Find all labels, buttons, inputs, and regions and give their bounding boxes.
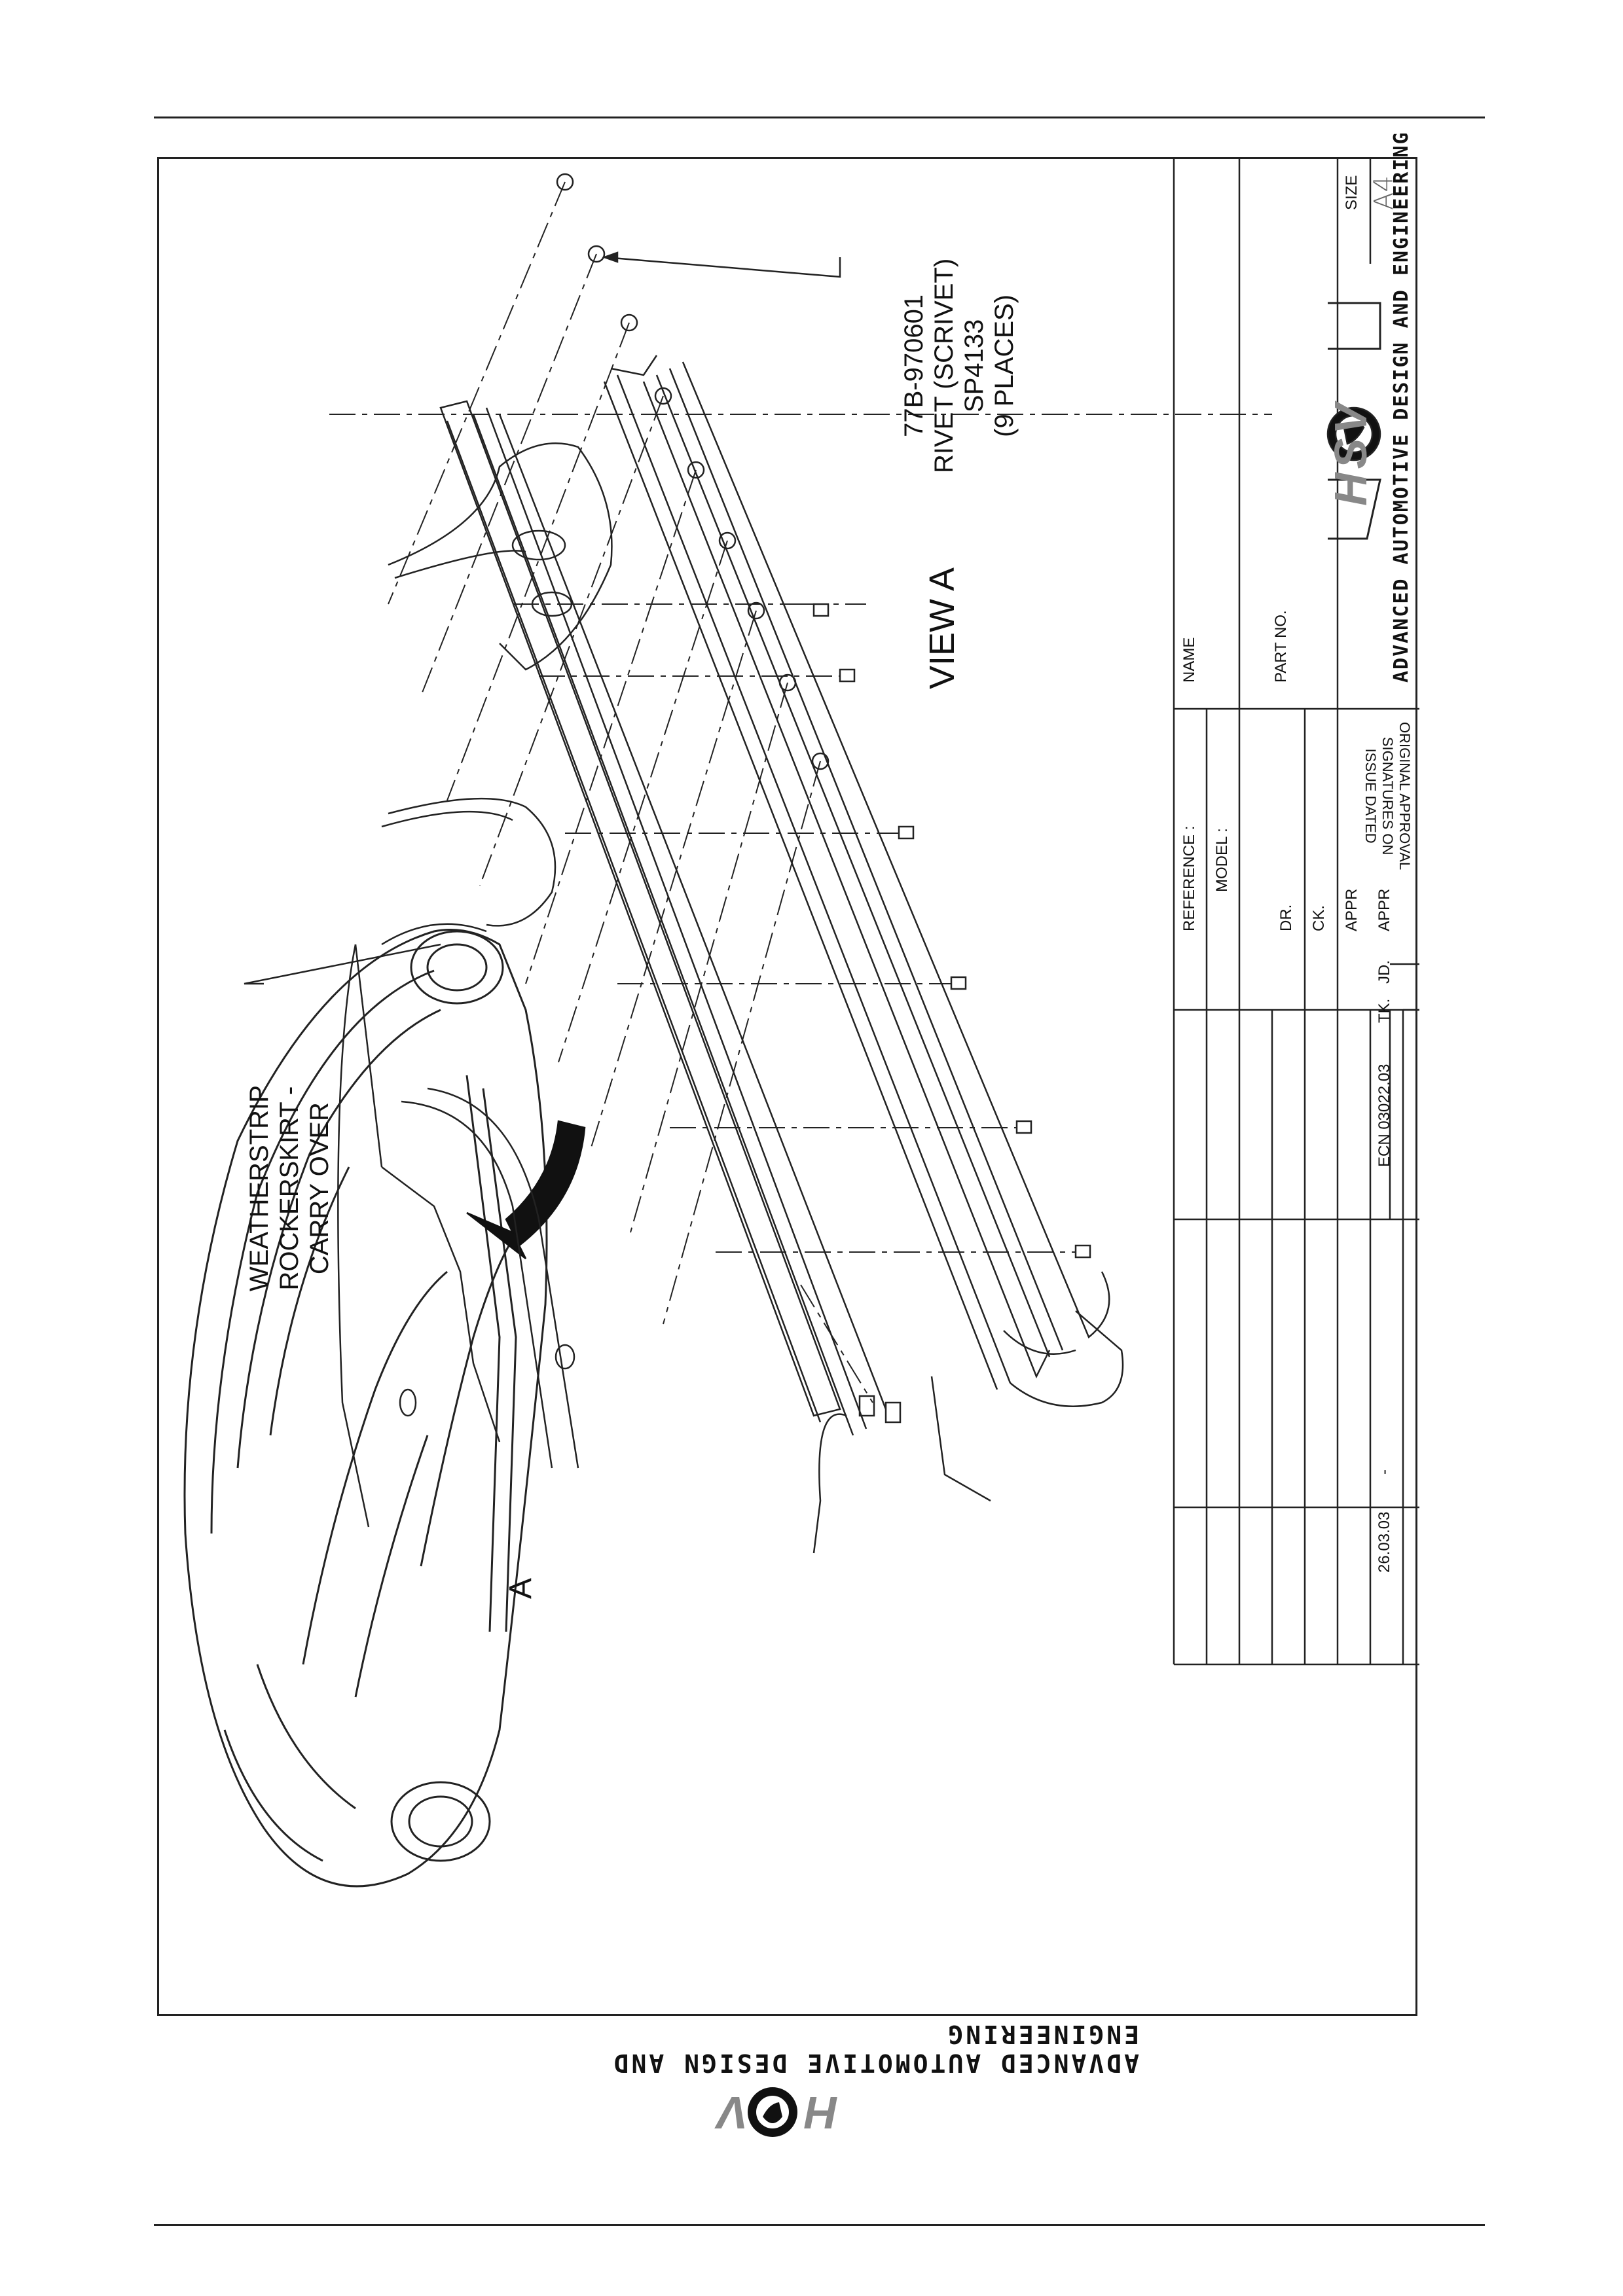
clip-centerlines [513, 603, 1076, 1403]
rivet-5 [687, 461, 705, 479]
footer-logo: HSV [704, 2087, 838, 2138]
view-label: VIEW A [922, 567, 962, 689]
jd-label: JD. [1376, 960, 1393, 984]
rivet-1 [556, 173, 574, 191]
clip-fasteners [812, 603, 1091, 1424]
view-arrow [466, 1120, 586, 1259]
title-logo-text: HSV [1325, 400, 1376, 506]
rivet-quantity: (9 PLACES) [990, 294, 1019, 437]
rivet-6 [718, 531, 737, 550]
reference-label: REFERENCE : [1180, 825, 1198, 931]
title-block-company: ADVANCED AUTOMOTIVE DESIGN AND ENGINEERI… [1390, 131, 1413, 683]
rivets [556, 173, 830, 770]
title-block-grid [1173, 159, 1419, 1666]
weatherstrip-callout: WEATHERSTRIP ROCKERSKIRT - CARRY OVER [244, 1085, 335, 1291]
issue-date: 26.03.03 [1376, 1511, 1393, 1573]
rivet-sp-number: SP4133 [960, 319, 989, 413]
tk-label: TK. [1376, 998, 1393, 1023]
rivet-part-number: 77B-970601 [900, 294, 928, 437]
dash-cell: - [1376, 1469, 1393, 1475]
weatherstrip-line-2: ROCKERSKIRT - [275, 1086, 304, 1291]
approval-note: ORIGINAL APPROVAL SIGNATURES ON ISSUE DA… [1362, 722, 1413, 870]
approval-line-2: SIGNATURES ON [1379, 736, 1396, 855]
rivet-centerlines [329, 181, 1272, 1325]
approval-line-3: ISSUE DATED [1362, 748, 1379, 844]
ck-label: CK. [1310, 905, 1328, 931]
rivet-2 [587, 245, 606, 263]
drawing-frame: 77B-970601 RIVET (SCRIVET) SP4133 (9 PLA… [157, 131, 1419, 2016]
appr-label: APPR [1343, 888, 1360, 931]
arrow-letter: A [503, 1577, 538, 1599]
ecn-number: ECN 03022.03 [1376, 1064, 1393, 1167]
size-label: SIZE [1343, 175, 1360, 210]
weatherstrip-line-1: WEATHERSTRIP [245, 1085, 274, 1291]
leaders [244, 251, 841, 985]
name-label: NAME [1180, 637, 1198, 683]
technical-drawing [183, 159, 1419, 1888]
weatherstrip-line-3: CARRY OVER [305, 1102, 334, 1275]
appr2-label: APPR [1376, 888, 1393, 931]
bottom-rule [154, 2224, 1485, 2226]
rivet-callout: 77B-970601 RIVET (SCRIVET) SP4133 (9 PLA… [899, 259, 1019, 473]
rivet-9 [811, 752, 830, 770]
hsv-logo [1326, 302, 1381, 540]
footer-company: ADVANCED AUTOMOTIVE DESIGN AND ENGINEERI… [611, 2020, 1139, 2077]
part-no-label: PART NO. [1272, 610, 1290, 683]
rivet-7 [747, 601, 765, 620]
rivet-8 [778, 673, 797, 692]
approval-line-1: ORIGINAL APPROVAL [1396, 722, 1413, 870]
rivet-description: RIVET (SCRIVET) [930, 258, 958, 473]
rivet-4 [654, 387, 672, 405]
dr-label: DR. [1277, 904, 1295, 931]
rivet-3 [620, 314, 638, 332]
model-label: MODEL : [1213, 828, 1231, 892]
vehicle-overview-illustration [183, 929, 548, 1888]
rocker-skirt-assembly [439, 355, 1124, 1554]
top-rule [154, 117, 1485, 118]
